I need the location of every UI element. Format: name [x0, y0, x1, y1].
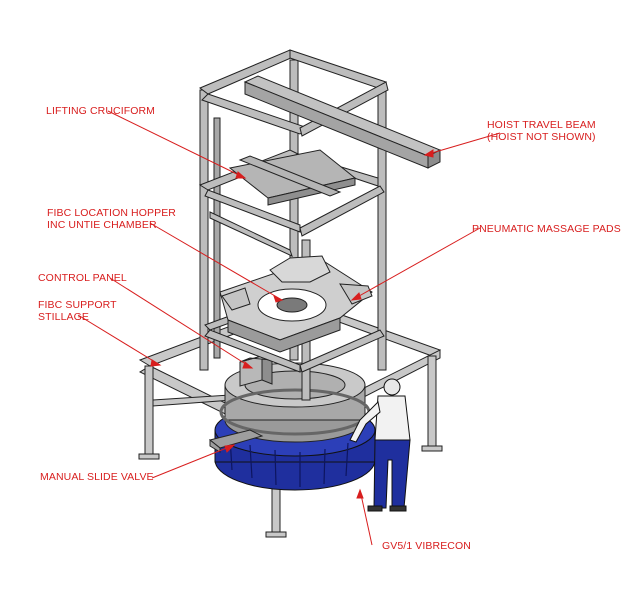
label-fibc-hopper-line2: INC UNTIE CHAMBER: [47, 219, 157, 231]
label-manual-slide-valve: MANUAL SLIDE VALVE: [40, 471, 154, 483]
label-hoist-travel-beam-line2: (HOIST NOT SHOWN): [487, 131, 596, 143]
operator-figure: [349, 378, 411, 512]
label-gv5-vibrecon: GV5/1 VIBRECON: [382, 540, 471, 552]
receiving-drum: [219, 362, 371, 443]
fibc-location-hopper: [219, 255, 373, 353]
leader-lines: [77, 110, 501, 546]
lifting-cruciform: [228, 149, 357, 206]
label-control-panel: CONTROL PANEL: [38, 272, 127, 284]
manual-slide-valve: [208, 429, 264, 453]
label-pneumatic-massage-pads: PNEUMATIC MASSAGE PADS: [472, 223, 621, 235]
label-lifting-cruciform: LIFTING CRUCIFORM: [46, 105, 155, 117]
label-hoist-travel-beam-line1: HOIST TRAVEL BEAM: [487, 119, 596, 131]
label-fibc-hopper-line1: FIBC LOCATION HOPPER: [47, 207, 176, 219]
control-panel-box: [239, 355, 273, 387]
label-fibc-support-line2: STILLAGE: [38, 311, 89, 323]
label-fibc-support-line1: FIBC SUPPORT: [38, 299, 117, 311]
